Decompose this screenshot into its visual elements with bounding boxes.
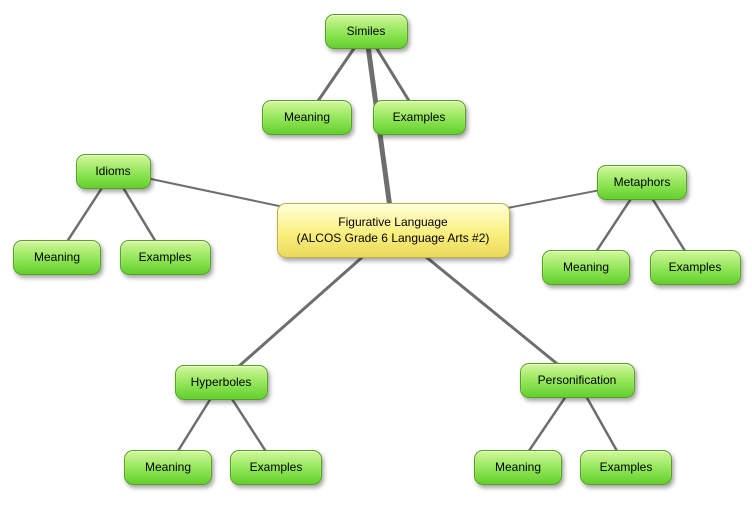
node-center[interactable]: Figurative Language (ALCOS Grade 6 Langu… xyxy=(276,202,510,258)
node-similes-meaning[interactable]: Meaning xyxy=(262,99,352,135)
node-hyperboles[interactable]: Hyperboles xyxy=(174,364,268,400)
node-label-metaphors-meaning: Meaning xyxy=(562,259,610,274)
node-label-personification-meaning: Meaning xyxy=(494,459,542,474)
node-idioms-examples[interactable]: Examples xyxy=(119,239,211,275)
node-hyperboles-meaning[interactable]: Meaning xyxy=(124,449,212,485)
node-label-similes-examples: Examples xyxy=(392,109,446,124)
node-label-hyperboles: Hyperboles xyxy=(190,374,252,389)
node-metaphors-meaning[interactable]: Meaning xyxy=(542,249,630,285)
node-label-center: Figurative Language (ALCOS Grade 6 Langu… xyxy=(296,214,490,245)
node-personification[interactable]: Personification xyxy=(519,362,635,398)
node-hyperboles-examples[interactable]: Examples xyxy=(230,449,322,485)
node-label-hyperboles-meaning: Meaning xyxy=(144,459,192,474)
node-label-hyperboles-examples: Examples xyxy=(249,459,303,474)
node-label-personification-examples: Examples xyxy=(599,459,653,474)
node-idioms[interactable]: Idioms xyxy=(75,153,151,189)
node-personification-meaning[interactable]: Meaning xyxy=(474,449,562,485)
node-label-similes-meaning: Meaning xyxy=(283,109,331,124)
node-label-similes: Similes xyxy=(346,23,386,38)
node-label-metaphors: Metaphors xyxy=(613,174,671,189)
node-label-idioms-examples: Examples xyxy=(138,249,192,264)
node-label-personification: Personification xyxy=(537,372,617,387)
node-metaphors-examples[interactable]: Examples xyxy=(649,249,741,285)
node-label-idioms: Idioms xyxy=(95,163,131,178)
node-metaphors[interactable]: Metaphors xyxy=(597,164,687,200)
node-personification-examples[interactable]: Examples xyxy=(580,449,672,485)
node-label-metaphors-examples: Examples xyxy=(668,259,722,274)
node-idioms-meaning[interactable]: Meaning xyxy=(13,239,101,275)
node-similes[interactable]: Similes xyxy=(324,13,408,49)
node-label-idioms-meaning: Meaning xyxy=(33,249,81,264)
node-similes-examples[interactable]: Examples xyxy=(372,99,466,135)
